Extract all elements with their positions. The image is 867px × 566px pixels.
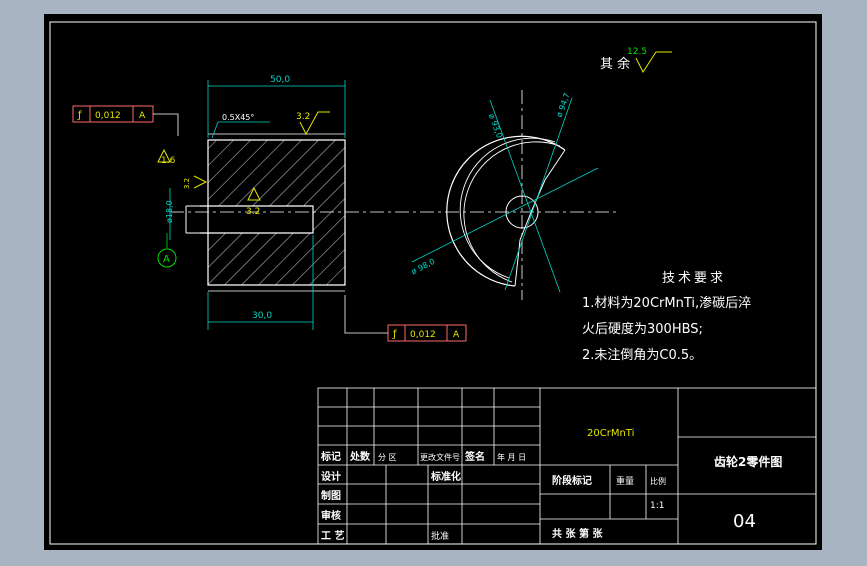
tol-top-datum: A [139,111,146,121]
part-outline [207,139,346,286]
tb-stage-label: 阶段标记 [552,474,592,487]
tb-sheets-label: 共 张 第 张 [552,527,603,540]
roughness-note-symbol [635,51,672,74]
gear-arc-inner [459,137,556,279]
roughness-small-value: 3.2 [183,178,191,189]
title-block-text: 20CrMnTi 齿轮2零件图 04 1:1 标记 处数 分 区 更改文件号 签… [320,428,782,542]
tolerance-frame-bottom: ƒ 0,012 A [344,295,467,342]
roughness-bore-symbol [247,186,261,201]
tech-line-1: 1.材料为20CrMnTi,渗碳后淬 [582,296,751,311]
tb-weight-label: 重量 [616,475,634,487]
tol-top-value: 0,012 [95,111,121,121]
dim-bore-depth: 30,0 [252,311,272,321]
tb-standardize: 标准化 [430,470,461,483]
tol-top-symbol: ƒ [77,110,82,121]
tb-approve: 批准 [431,530,449,542]
tolerance-frame-top: ƒ 0,012 A [72,105,179,136]
tech-line-3: 2.未注倒角为C0.5。 [582,348,702,363]
tb-header-5: 年 月 日 [497,452,526,462]
tb-drawing-title: 齿轮2零件图 [714,454,782,469]
tb-material: 20CrMnTi [587,428,634,439]
datum-circle [157,248,177,268]
dim-chamfer: 0.5X45° [222,113,254,122]
section-view: 50,0 30,0 0.5X45° 3.2 1.6 3.2 3.2 ø18,0 … [72,75,620,342]
tb-header-0: 标记 [320,450,341,463]
tb-header-2: 分 区 [378,453,397,462]
tech-requirements: 技术要求 1.材料为20CrMnTi,渗碳后淬 火后硬度为300HBS; 2.未… [582,271,751,363]
sheet-background [44,14,822,550]
roughness-top-symbol [299,111,330,136]
tb-header-1: 处数 [349,450,371,463]
roughness-bore-value: 3.2 [246,207,260,217]
gear-tooth-cut [514,149,566,287]
tech-line-2: 火后硬度为300HBS; [582,321,703,337]
end-view: ø 93,0 ø 94,7 ø 98,0 [410,90,599,300]
tb-drawing-number: 04 [733,511,756,532]
hatch-right [313,206,345,233]
tb-row-review: 审核 [321,509,341,522]
tb-row-process: 工 艺 [321,529,344,542]
tb-row-design: 设计 [321,470,341,483]
dia-leader-a [489,99,561,293]
bore-outline [200,205,314,234]
title-block [317,387,817,545]
tb-row-draft: 制图 [321,489,341,502]
datum-letter: A [163,254,170,265]
roughness-top-value: 3.2 [296,112,310,122]
roughness-left-value: 1.6 [161,156,176,166]
tb-scale-label: 比例 [650,476,666,486]
roughness-note-value: 12.5 [627,47,647,57]
gear-arc-outer [446,135,566,287]
dim-bore-diameter: ø18,0 [165,200,174,223]
dim-overall-length: 50,0 [270,75,290,85]
hatch-lower [208,233,345,285]
tb-header-3: 更改文件号 [420,452,460,462]
tol-bottom-symbol: ƒ [392,329,397,340]
tb-scale: 1:1 [650,501,664,511]
tol-bottom-datum: A [453,330,460,340]
hatch-upper [208,140,345,206]
roughness-note-label: 其 余 [600,56,630,72]
dia-leader-c [411,167,599,263]
tech-title: 技术要求 [662,271,726,286]
dia-leader-b [504,97,573,291]
roughness-left-symbol [157,148,171,163]
tb-header-4: 签名 [464,450,485,463]
tol-bottom-value: 0,012 [410,330,436,340]
roughness-small-symbol [193,175,208,189]
chamfer-leader-diag [211,121,219,139]
